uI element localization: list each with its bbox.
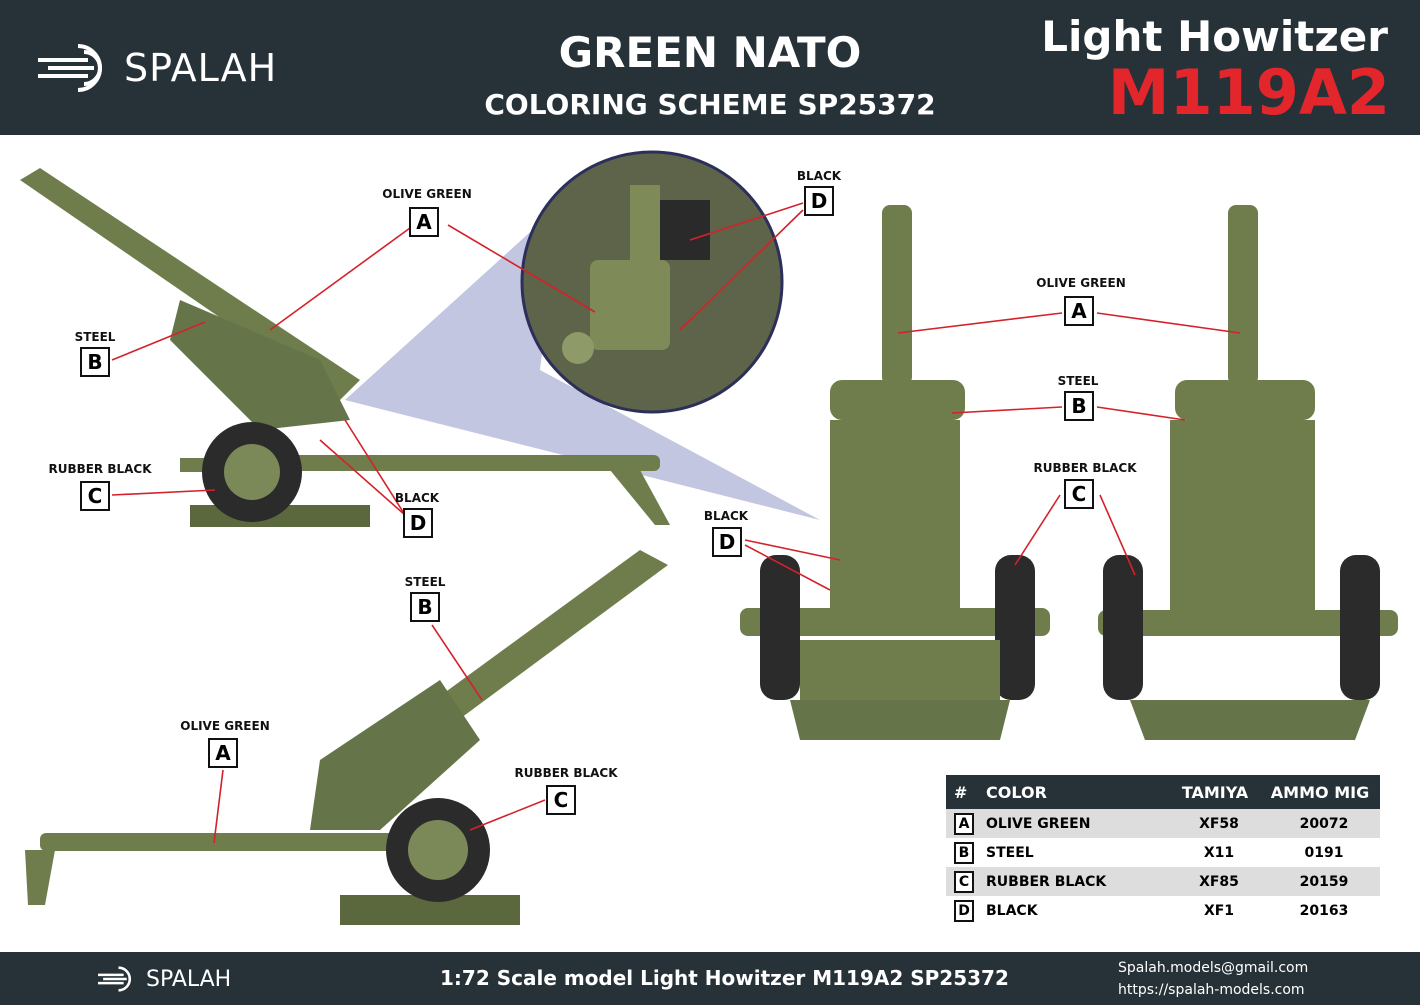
howitzer-front-view [740,205,1050,740]
callout-label-olive-green: OLIVE GREEN [180,719,270,733]
callout-box-c: C [1064,479,1094,509]
row-letter: A [954,812,974,835]
howitzer-side-view [20,168,670,527]
callout-label-rubber-black: RUBBER BLACK [48,462,152,476]
howitzer-illustrations [20,150,1398,925]
howitzer-rear-view [1098,205,1398,740]
col-header-id: # [946,775,978,809]
callout-box-d: D [804,186,834,216]
brand-name: SPALAH [124,46,278,90]
row-ammo: 20163 [1299,902,1349,919]
footer-logo: SPALAH [98,964,231,994]
brand-logo: SPALAH [38,40,277,96]
zoom-detail-circle [520,150,784,414]
row-color: OLIVE GREEN [978,809,1170,838]
row-ammo: 20159 [1260,867,1380,896]
footer-caption: 1:72 Scale model Light Howitzer M119A2 S… [440,966,1009,990]
callout-label-olive-green: OLIVE GREEN [1036,276,1126,290]
footer-brand: SPALAH [146,966,232,992]
col-header-ammo-mig: AMMO MIG [1260,775,1380,809]
callout-box-a: A [1064,296,1094,326]
product-model: M119A2 [1107,56,1390,129]
callout-label-olive-green: OLIVE GREEN [382,187,472,201]
row-color: BLACK [986,902,1038,919]
callout-label-black: BLACK [703,509,749,523]
page-title: GREEN NATO [558,28,862,77]
callout-leader-lines [111,202,1241,844]
spalah-logo-icon [38,44,102,92]
callout-label-steel: STEEL [74,330,116,344]
callout-label-steel: STEEL [1057,374,1099,388]
callout-box-b: B [410,592,440,622]
row-tamiya: X11 [1203,844,1235,861]
row-tamiya: XF1 [1203,902,1235,919]
header-bar: SPALAH GREEN NATO COLORING SCHEME SP2537… [0,0,1420,135]
callout-label-rubber-black: RUBBER BLACK [514,766,618,780]
callout-label-rubber-black: RUBBER BLACK [1033,461,1137,475]
row-color: RUBBER BLACK [978,867,1170,896]
footer-email[interactable]: Spalah.models@gmail.com [1118,960,1309,976]
product-name: Light Howitzer [1041,12,1388,61]
callout-label-steel: STEEL [404,575,446,589]
callout-label-black: BLACK [394,491,440,505]
row-ammo: 20072 [1260,809,1380,838]
callout-label-black: BLACK [796,169,842,183]
row-ammo: 0191 [1304,844,1344,861]
row-tamiya: XF58 [1170,809,1260,838]
callout-box-a: A [208,738,238,768]
howitzer-side-view-firing [25,550,668,925]
page-subtitle: COLORING SCHEME SP25372 [484,88,936,121]
row-letter: C [954,870,974,893]
callout-box-b: B [80,347,110,377]
footer-bar: SPALAH 1:72 Scale model Light Howitzer M… [0,952,1420,1005]
row-color: STEEL [986,844,1034,861]
col-header-color: COLOR [978,775,1170,809]
callout-box-c: C [546,785,576,815]
row-letter: D [954,899,974,922]
callout-box-b: B [1064,391,1094,421]
row-tamiya: XF85 [1170,867,1260,896]
callout-box-a: A [409,207,439,237]
spalah-logo-icon [98,966,131,992]
callout-box-c: C [80,481,110,511]
callout-box-d: D [712,527,742,557]
col-header-tamiya: TAMIYA [1170,775,1260,809]
row-letter: B [954,841,974,864]
table-row: D BLACK XF1 20163 [946,896,1380,925]
callout-box-d: D [403,508,433,538]
table-header: # COLOR TAMIYA AMMO MIG [946,775,1380,809]
footer-website[interactable]: https://spalah-models.com [1118,982,1305,998]
table-row: B STEEL X11 0191 [946,838,1380,867]
